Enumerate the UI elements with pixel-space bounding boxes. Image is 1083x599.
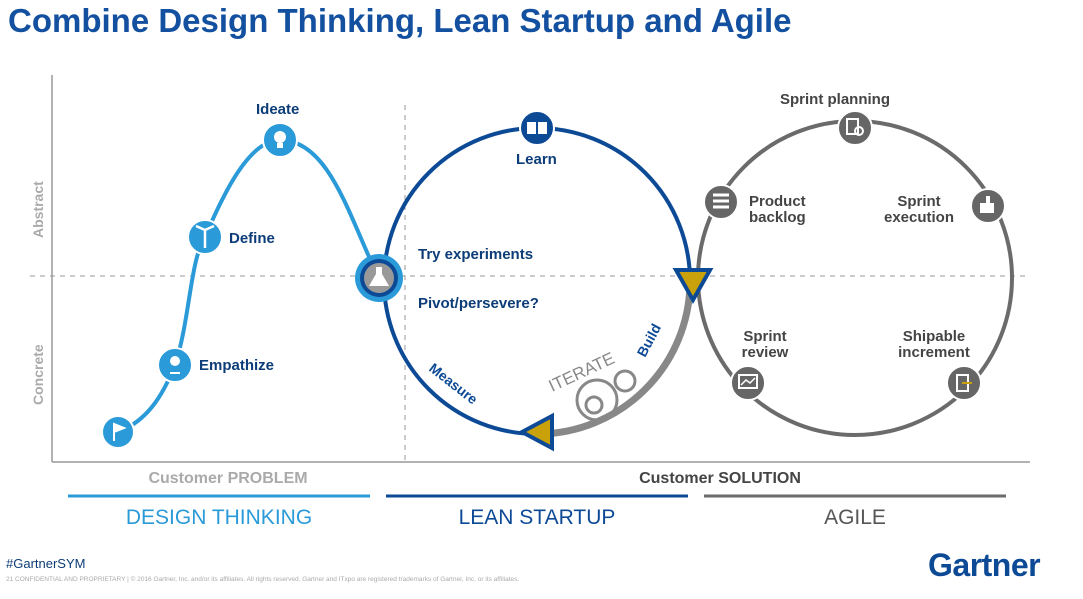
design-thinking-curve (117, 137, 380, 434)
chart-review-icon (730, 365, 766, 401)
database-icon (703, 184, 739, 220)
step-learn: Learn (516, 151, 557, 168)
sprint-review: Sprint review (741, 328, 789, 361)
page-title: Combine Design Thinking, Lean Startup an… (8, 2, 792, 39)
axis-concrete: Concrete (30, 344, 46, 405)
measure-label: Measure (426, 360, 481, 408)
book-icon (519, 110, 555, 146)
phase-design-thinking: DESIGN THINKING (125, 506, 313, 529)
search-doc-icon (837, 110, 873, 146)
person-pin-icon (157, 347, 193, 383)
arrow-down-icon (672, 268, 714, 305)
gartner-logo: Gartner (928, 547, 1041, 583)
export-icon (946, 365, 982, 401)
iterate-gears-icon (575, 369, 637, 422)
step-ideate: Ideate (256, 101, 300, 118)
lightbulb-icon (262, 122, 298, 158)
sprint-execution: Sprint execution (883, 193, 955, 226)
phase-lean-startup: LEAN STARTUP (458, 506, 616, 529)
phase-agile: AGILE (824, 506, 886, 529)
arrow-left-icon (517, 412, 554, 452)
build-arc (539, 284, 694, 438)
build-label: Build (634, 321, 665, 359)
legal-notice: 21 CONFIDENTIAL AND PROPRIETARY | © 2016… (6, 576, 520, 583)
step-pivot: Pivot/persevere? (418, 295, 539, 312)
customer-solution: Customer SOLUTION (639, 470, 801, 487)
step-empathize: Empathize (199, 357, 275, 374)
step-define: Define (229, 230, 275, 247)
flask-icon (355, 254, 403, 302)
customer-problem: Customer PROBLEM (148, 470, 308, 487)
step-try-experiments: Try experiments (418, 246, 534, 263)
thumbs-up-icon (970, 188, 1006, 224)
sprint-planning: Sprint planning (780, 91, 890, 108)
shipable-increment: Shipable increment (898, 328, 970, 361)
axis-abstract: Abstract (30, 181, 46, 238)
hashtag: #GartnerSYM (6, 556, 86, 571)
product-backlog: Product backlog (749, 193, 806, 226)
flag-icon (101, 415, 135, 449)
directions-icon (187, 219, 223, 255)
